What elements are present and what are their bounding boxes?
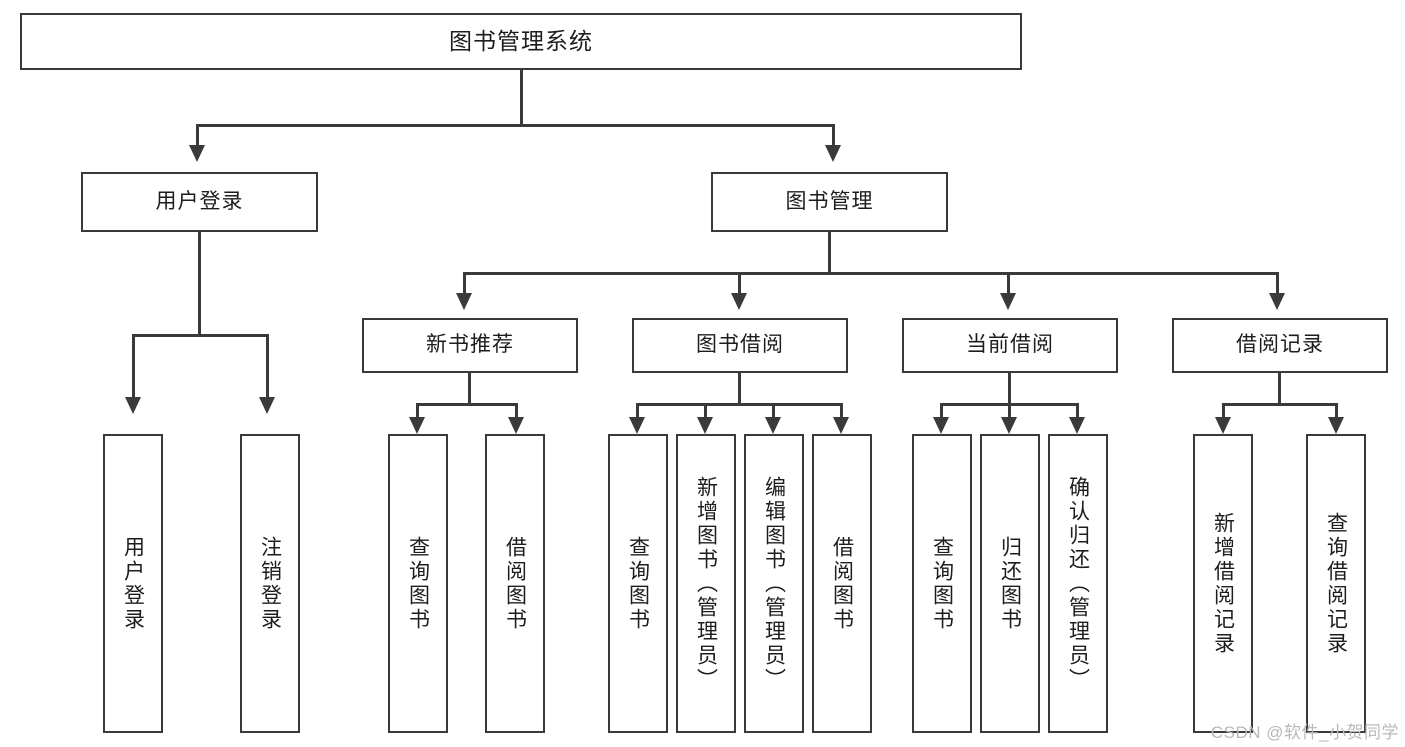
connector-cb-3 [1076, 403, 1079, 418]
node-book-management-label: 图书管理 [785, 189, 874, 213]
connector-cb-2 [1008, 403, 1011, 418]
node-leaf-query-book-1[interactable]: 查询图书 [388, 434, 448, 733]
node-leaf-borrow-book-2[interactable]: 借阅图书 [812, 434, 872, 733]
connector-br-1 [1222, 403, 1225, 418]
node-leaf-query-record-label: 查询借阅记录 [1324, 511, 1348, 656]
connector-bb-2 [704, 403, 707, 418]
node-leaf-query-book-3[interactable]: 查询图书 [912, 434, 972, 733]
connector-book-management-stem [828, 232, 831, 274]
node-leaf-query-book-3-label: 查询图书 [930, 535, 954, 632]
connector-cb-1 [940, 403, 943, 418]
node-leaf-query-book-2[interactable]: 查询图书 [608, 434, 668, 733]
connector-borrow-record-stem [1278, 373, 1281, 405]
node-root-label: 图书管理系统 [449, 28, 593, 55]
connector-borrow-record-bar [1222, 403, 1338, 406]
connector-new-book-right [515, 403, 518, 418]
arrow-to-borrow-record [1269, 293, 1285, 310]
arrow-to-leaf-query-book-2 [629, 417, 645, 434]
connector-book-borrow-bar [636, 403, 842, 406]
arrow-to-leaf-confirm-return [1069, 417, 1085, 434]
node-leaf-borrow-book-2-label: 借阅图书 [830, 535, 854, 632]
node-leaf-return-book-label: 归还图书 [998, 535, 1022, 632]
connector-bm-to-borrow-record [1276, 272, 1279, 294]
arrow-root-to-user-login [189, 145, 205, 162]
node-new-book-recommend[interactable]: 新书推荐 [362, 318, 578, 373]
node-leaf-borrow-book-1-label: 借阅图书 [503, 535, 527, 632]
connector-bb-1 [636, 403, 639, 418]
connector-current-borrow-stem [1008, 373, 1011, 405]
node-borrow-record[interactable]: 借阅记录 [1172, 318, 1388, 373]
node-root[interactable]: 图书管理系统 [20, 13, 1022, 70]
node-leaf-confirm-return-label: 确认归还（管理员） [1066, 475, 1090, 692]
node-leaf-add-record-label: 新增借阅记录 [1211, 511, 1235, 656]
node-user-login-label: 用户登录 [155, 189, 244, 213]
csdn-watermark: CSDN @软件_小贺同学 [1210, 723, 1399, 742]
node-book-borrow-label: 图书借阅 [696, 333, 784, 357]
node-current-borrow-label: 当前借阅 [966, 333, 1054, 357]
node-leaf-user-logout-label: 注销登录 [258, 535, 282, 632]
connector-bb-4 [840, 403, 843, 418]
arrow-to-leaf-user-logout [259, 397, 275, 414]
node-leaf-user-login-label: 用户登录 [121, 535, 145, 632]
arrow-to-leaf-edit-book [765, 417, 781, 434]
node-leaf-add-book-label: 新增图书（管理员） [694, 475, 718, 692]
arrow-to-leaf-borrow-book-1 [508, 417, 524, 434]
node-book-management[interactable]: 图书管理 [711, 172, 948, 232]
connector-bb-3 [772, 403, 775, 418]
arrow-to-leaf-return-book [1001, 417, 1017, 434]
node-leaf-add-book[interactable]: 新增图书（管理员） [676, 434, 736, 733]
arrow-to-book-borrow [731, 293, 747, 310]
connector-bm-to-book-borrow [738, 272, 741, 294]
connector-root-stem [520, 70, 523, 125]
arrow-to-leaf-query-book-3 [933, 417, 949, 434]
arrow-to-leaf-user-login [125, 397, 141, 414]
node-leaf-query-book-1-label: 查询图书 [406, 535, 430, 632]
arrow-to-leaf-add-record [1215, 417, 1231, 434]
connector-bm-to-current-borrow [1007, 272, 1010, 294]
node-new-book-recommend-label: 新书推荐 [426, 333, 514, 357]
connector-root-to-book-management [832, 124, 835, 146]
connector-book-borrow-stem [738, 373, 741, 405]
connector-root-to-user-login [196, 124, 199, 146]
node-user-login[interactable]: 用户登录 [81, 172, 318, 232]
arrow-to-leaf-add-book [697, 417, 713, 434]
connector-user-login-bar [132, 334, 269, 337]
connector-bm-to-new-book [463, 272, 466, 294]
arrow-to-leaf-query-book-1 [409, 417, 425, 434]
node-leaf-return-book[interactable]: 归还图书 [980, 434, 1040, 733]
node-leaf-edit-book-label: 编辑图书（管理员） [762, 475, 786, 692]
connector-br-2 [1335, 403, 1338, 418]
node-leaf-add-record[interactable]: 新增借阅记录 [1193, 434, 1253, 733]
arrow-to-current-borrow [1000, 293, 1016, 310]
node-leaf-edit-book[interactable]: 编辑图书（管理员） [744, 434, 804, 733]
node-leaf-query-record[interactable]: 查询借阅记录 [1306, 434, 1366, 733]
node-borrow-record-label: 借阅记录 [1236, 333, 1324, 357]
connector-root-bar [196, 124, 835, 127]
connector-user-login-right [266, 334, 269, 398]
connector-new-book-left [416, 403, 419, 418]
connector-user-login-stem [198, 232, 201, 336]
arrow-to-new-book-recommend [456, 293, 472, 310]
arrow-to-leaf-query-record [1328, 417, 1344, 434]
node-leaf-confirm-return[interactable]: 确认归还（管理员） [1048, 434, 1108, 733]
node-current-borrow[interactable]: 当前借阅 [902, 318, 1118, 373]
arrow-to-leaf-borrow-book-2 [833, 417, 849, 434]
node-leaf-borrow-book-1[interactable]: 借阅图书 [485, 434, 545, 733]
connector-new-book-bar [416, 403, 518, 406]
connector-new-book-stem [468, 373, 471, 405]
node-leaf-user-login[interactable]: 用户登录 [103, 434, 163, 733]
node-leaf-query-book-2-label: 查询图书 [626, 535, 650, 632]
connector-book-management-bar [463, 272, 1279, 275]
node-leaf-user-logout[interactable]: 注销登录 [240, 434, 300, 733]
node-book-borrow[interactable]: 图书借阅 [632, 318, 848, 373]
connector-user-login-left [132, 334, 135, 398]
arrow-root-to-book-management [825, 145, 841, 162]
